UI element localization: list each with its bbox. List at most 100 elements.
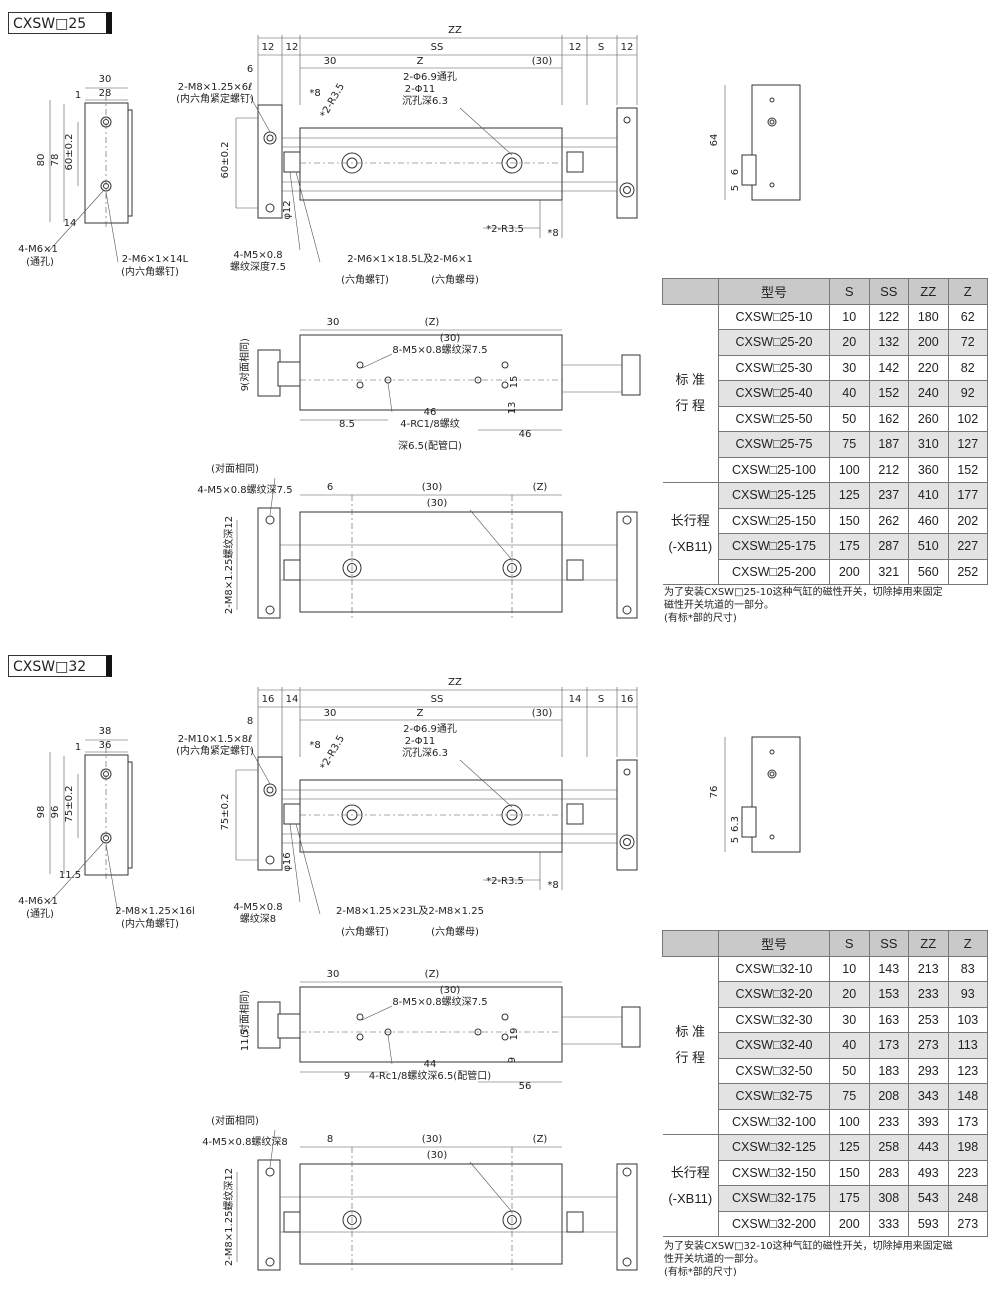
- dimension-label: 2-M8×1.25螺纹深12: [222, 1168, 235, 1266]
- stroke-group-label: 标 准行 程: [662, 303, 719, 483]
- port-hole: [474, 1028, 482, 1036]
- top-left-knob: [257, 349, 281, 397]
- leader: [47, 841, 105, 905]
- leader: [459, 107, 513, 156]
- table-cell: 227: [947, 533, 988, 560]
- tapped-hole: [347, 1215, 357, 1225]
- table-cell: 321: [868, 558, 909, 585]
- dimension-label: 60±0.2: [64, 133, 75, 170]
- dimension-label: 4-Rc1/8螺纹深6.5(配管口): [369, 1069, 491, 1082]
- table-cell: 153: [868, 981, 909, 1008]
- front-right-end-plate: [616, 107, 638, 219]
- port-hole: [474, 376, 482, 384]
- table-cell: 175: [829, 1185, 870, 1212]
- dimension-label: *8: [547, 880, 558, 891]
- table-cell: 127: [947, 431, 988, 458]
- bottom-left-end-plate: [257, 507, 281, 619]
- table-cell: 198: [947, 1134, 988, 1161]
- dimension-label: 4-M5×0.8螺纹深8: [202, 1135, 288, 1148]
- dimension-label: 96: [50, 806, 61, 819]
- table-cell: 10: [829, 303, 870, 330]
- dimension-label: 16: [262, 694, 275, 705]
- table-cell: 30: [829, 1006, 870, 1033]
- table-cell: 310: [908, 431, 949, 458]
- front-left-nut: [283, 151, 301, 173]
- table-cell: CXSW□32-10: [718, 955, 830, 982]
- dimension-label: (内六角紧定螺钉): [176, 92, 254, 105]
- switch-view-body: [751, 736, 801, 853]
- dimension-label: *8: [309, 88, 320, 99]
- dimension-label: *2-R3.5: [486, 224, 524, 235]
- column-header: 型号: [718, 930, 830, 957]
- dimension-label: (30): [427, 1150, 448, 1161]
- note-line: (有标*部的尺寸): [664, 613, 737, 624]
- front-right-nut: [566, 151, 584, 173]
- dimension-label: 2-M6×1×18.5L及2-M6×1: [347, 253, 473, 265]
- table-cell: 10: [829, 955, 870, 982]
- group-label-line: (-XB11): [668, 538, 713, 554]
- top-left-knob: [257, 1001, 281, 1049]
- hole: [265, 855, 275, 865]
- dimension-label: (对面相同): [238, 338, 251, 386]
- group-label-line: (-XB11): [668, 1190, 713, 1206]
- dimension-label: 11.5: [59, 870, 81, 881]
- section-title-cxsw32: CXSW□32: [8, 655, 112, 677]
- top-right-knob: [621, 354, 641, 396]
- table-cell: 113: [947, 1032, 988, 1059]
- dimension-label: 9: [344, 1071, 350, 1082]
- table-cell: 510: [908, 533, 949, 560]
- port-hole: [501, 1013, 509, 1021]
- note-cxsw25: 为了安装CXSW□25-10这种气缸的磁性开关，切除掉用来固定磁性开关坑道的一部…: [664, 586, 994, 625]
- section-title-cxsw25: CXSW□25: [8, 12, 112, 34]
- leader: [387, 1034, 393, 1065]
- dimension-label: Z: [417, 56, 424, 67]
- group-label-line: 行 程: [675, 1050, 706, 1066]
- table-cell: 593: [908, 1210, 949, 1237]
- dimension-label: 30: [324, 708, 337, 719]
- table-cell: CXSW□25-10: [718, 303, 830, 330]
- leader: [289, 823, 301, 903]
- dimension-label: S: [598, 694, 604, 705]
- dimension-label: 2-Φ11: [405, 84, 436, 95]
- dimension-label: 78: [50, 154, 61, 167]
- table-cell: 273: [947, 1210, 988, 1237]
- dimension-label: 11.5: [240, 1029, 251, 1051]
- tapped-hole: [347, 563, 357, 573]
- table-cell: 150: [829, 1159, 870, 1186]
- table-cell: 460: [908, 507, 949, 534]
- dimension-label: 14: [64, 218, 77, 229]
- front-left-end-plate: [257, 104, 283, 219]
- table-cell: 75: [829, 431, 870, 458]
- header-blank: [662, 278, 719, 305]
- bottom-right-end-plate: [616, 511, 638, 619]
- dimension-label: 2-M10×1.5×8ℓ: [178, 734, 252, 745]
- dimension-label: 4-M5×0.8: [233, 250, 282, 261]
- mount-hole: [622, 605, 632, 615]
- dimension-label: 28: [99, 88, 112, 99]
- hole: [769, 119, 775, 125]
- dimension-label: 30: [327, 969, 340, 980]
- table-cell: 200: [908, 329, 949, 356]
- column-header: S: [829, 930, 870, 957]
- dimension-label: (30): [532, 56, 553, 67]
- table-cell: 262: [868, 507, 909, 534]
- mount-hole: [265, 605, 275, 615]
- group-label-line: 行 程: [675, 398, 706, 414]
- front-body: [299, 779, 563, 853]
- top-left-rod-block: [277, 361, 301, 387]
- table-cell: 258: [868, 1134, 909, 1161]
- table-cell: 240: [908, 380, 949, 407]
- dimension-label: 2-M8×1.25×6ℓ: [178, 82, 252, 93]
- dimension-label: 4-M5×0.8螺纹深7.5: [197, 483, 292, 496]
- table-cell: 30: [829, 354, 870, 381]
- table-cell: 75: [829, 1083, 870, 1110]
- table-cell: 173: [947, 1108, 988, 1135]
- dimension-label: 6: [730, 169, 741, 175]
- dimension-label: 8: [327, 1134, 333, 1145]
